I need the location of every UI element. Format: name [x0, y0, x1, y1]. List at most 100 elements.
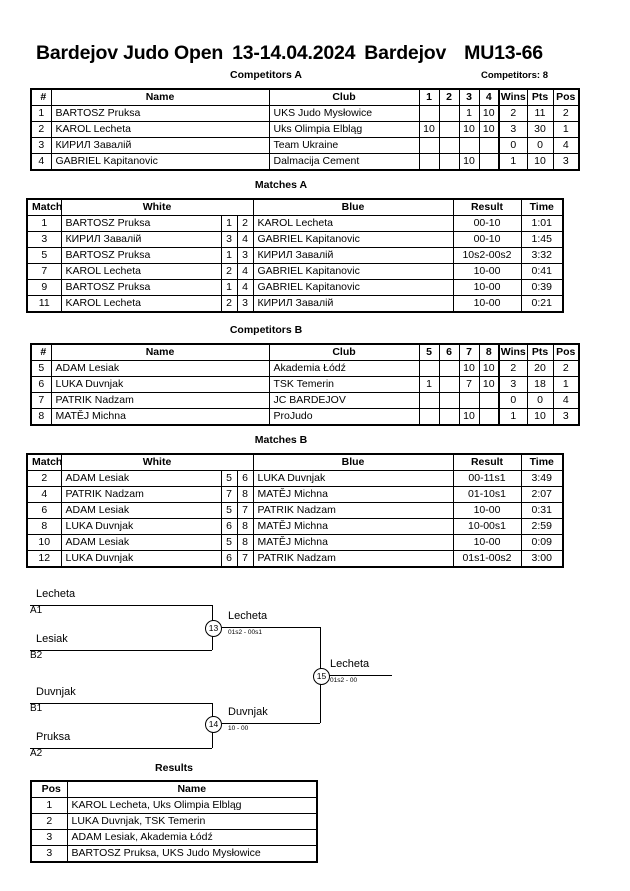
bracket-entrant-seed: A2 [30, 748, 43, 759]
bracket-line [325, 675, 392, 676]
competitor-pts: 0 [526, 392, 554, 409]
competitor-pos: 3 [552, 408, 580, 426]
match-blue: КИРИЛ Завалій [252, 247, 454, 264]
match-white-seed: 6 [220, 550, 238, 568]
header-result: Result [452, 453, 522, 471]
match-time: 3:32 [520, 247, 564, 264]
header-white: White [60, 198, 254, 216]
match-white-seed: 5 [220, 470, 238, 487]
competitor-pos: 1 [552, 121, 580, 138]
match-white: BARTOSZ Pruksa [60, 279, 222, 296]
competitor-score: 1 [418, 376, 440, 393]
header-score-1: 1 [418, 88, 440, 106]
header-wins: Wins [498, 343, 528, 361]
match-time: 3:49 [520, 470, 564, 487]
competitors-count: Competitors: 8 [480, 70, 548, 81]
match-number: 8 [26, 518, 62, 535]
competitor-pos: 4 [552, 392, 580, 409]
section-title-competitors-b: Competitors B [229, 324, 303, 336]
competitor-pts: 18 [526, 376, 554, 393]
header-name: Name [50, 343, 270, 361]
competitor-score [418, 392, 440, 409]
competitor-score [478, 408, 500, 426]
competitor-pos: 3 [552, 153, 580, 171]
header-name: Name [66, 780, 318, 798]
match-result: 01s1-00s2 [452, 550, 522, 568]
match-white-seed: 5 [220, 534, 238, 551]
match-result: 00-10 [452, 215, 522, 232]
competitor-score [478, 137, 500, 154]
match-blue: КИРИЛ Завалій [252, 295, 454, 313]
match-blue-seed: 4 [236, 231, 254, 248]
header-pos: Pos [552, 88, 580, 106]
competitor-score: 10 [478, 360, 500, 377]
bracket-line [30, 650, 212, 651]
match-white-seed: 6 [220, 518, 238, 535]
bracket-winner-name: Duvnjak [228, 706, 268, 718]
match-number: 12 [26, 550, 62, 568]
competitor-score [418, 105, 440, 122]
competitor-wins: 0 [498, 137, 528, 154]
match-result: 10s2-00s2 [452, 247, 522, 264]
header-club: Club [268, 343, 420, 361]
match-blue-seed: 7 [236, 550, 254, 568]
match-blue: MATĚJ Michna [252, 518, 454, 535]
competitor-pos: 1 [552, 376, 580, 393]
competitor-pts: 10 [526, 408, 554, 426]
competitor-wins: 2 [498, 360, 528, 377]
competitor-score [418, 137, 440, 154]
match-white: KAROL Lecheta [60, 263, 222, 280]
bracket-entrant-name: Duvnjak [36, 686, 76, 698]
result-position: 1 [30, 797, 68, 814]
match-number: 2 [26, 470, 62, 487]
section-title-matches-a: Matches A [254, 179, 308, 191]
match-number: 9 [26, 279, 62, 296]
competitor-score [438, 153, 460, 171]
competitor-score: 1 [458, 105, 480, 122]
competitor-number: 5 [30, 360, 52, 377]
tournament-city: Bardejov [364, 42, 447, 64]
competitor-wins: 0 [498, 392, 528, 409]
bracket-match-number: 14 [205, 716, 222, 733]
result-position: 3 [30, 845, 68, 863]
match-time: 1:01 [520, 215, 564, 232]
bracket-match-score: 10 - 00 [228, 725, 249, 732]
competitor-score: 10 [418, 121, 440, 138]
match-result: 10-00 [452, 502, 522, 519]
result-position: 2 [30, 813, 68, 830]
match-blue-seed: 8 [236, 486, 254, 503]
header-blue: Blue [252, 453, 454, 471]
competitor-score [478, 153, 500, 171]
match-white: ADAM Lesiak [60, 470, 222, 487]
header-match: Match [26, 453, 62, 471]
match-blue: KAROL Lecheta [252, 215, 454, 232]
competitor-number: 3 [30, 137, 52, 154]
match-blue: MATĚJ Michna [252, 534, 454, 551]
competitor-pts: 10 [526, 153, 554, 171]
competitor-club: Akademia Łódź [268, 360, 420, 377]
competitor-score: 10 [478, 376, 500, 393]
table-header-row: Match White Blue Result Time [26, 453, 564, 471]
competitor-name: PATRIK Nadzam [50, 392, 270, 409]
competitor-score [418, 153, 440, 171]
competitor-name: MATĚJ Michna [50, 408, 270, 426]
match-time: 0:09 [520, 534, 564, 551]
competitor-pos: 2 [552, 105, 580, 122]
match-white-seed: 1 [220, 247, 238, 264]
match-blue-seed: 6 [236, 470, 254, 487]
header-pos: Pos [552, 343, 580, 361]
competitor-club: UKS Judo Mysłowice [268, 105, 420, 122]
header-pos: Pos [30, 780, 68, 798]
result-position: 3 [30, 829, 68, 846]
competitor-wins: 2 [498, 105, 528, 122]
header-score-5: 5 [418, 343, 440, 361]
result-name: BARTOSZ Pruksa, UKS Judo Mysłowice [66, 845, 318, 863]
competitor-score [438, 376, 460, 393]
